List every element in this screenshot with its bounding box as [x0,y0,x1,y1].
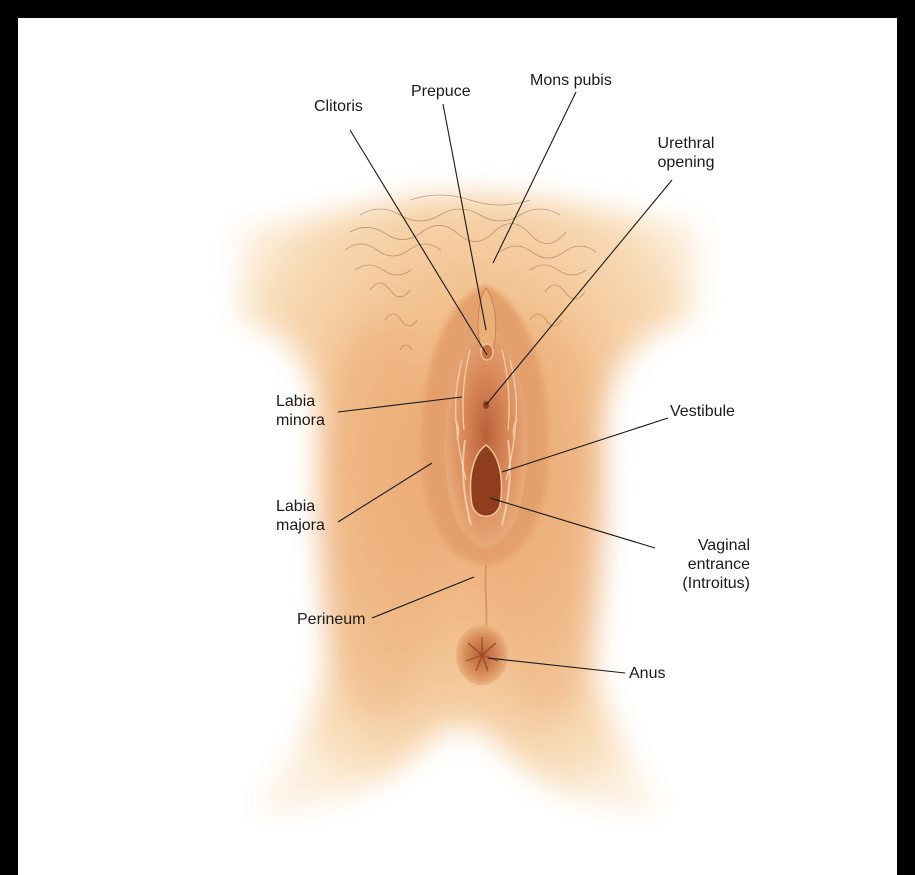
label-vestibule: Vestibule [670,402,735,421]
label-anus-text: Anus [629,664,665,683]
label-perineum: Perineum [297,610,365,629]
label-prepuce-text: Prepuce [411,82,471,101]
label-urethral-opening-line2: opening [646,153,726,172]
label-labia-minora-line2: minora [276,411,325,430]
label-clitoris-text: Clitoris [314,97,363,116]
label-urethral-opening: Urethral opening [646,134,726,172]
label-clitoris: Clitoris [314,97,363,116]
diagram-panel: Clitoris Prepuce Mons pubis Urethral ope… [18,18,897,875]
label-labia-majora-line1: Labia [276,497,325,516]
label-labia-majora: Labia majora [276,497,325,535]
label-labia-minora-line1: Labia [276,392,325,411]
label-prepuce: Prepuce [411,82,471,101]
label-vaginal-entrance-line1: Vaginal [640,536,750,555]
anatomy-illustration [18,18,897,875]
inner-thigh-shading-left [320,320,440,720]
label-perineum-text: Perineum [297,610,365,629]
label-urethral-opening-line1: Urethral [646,134,726,153]
label-labia-minora: Labia minora [276,392,325,430]
label-vaginal-entrance-line3: (Introitus) [640,574,750,593]
label-vestibule-text: Vestibule [670,402,735,421]
label-vaginal-entrance-line2: entrance [640,555,750,574]
clitoris-shape [481,344,493,360]
perineum-raphe [485,565,486,628]
label-mons-pubis-text: Mons pubis [530,71,612,90]
label-labia-majora-line2: majora [276,516,325,535]
label-anus: Anus [629,664,665,683]
label-vaginal-entrance: Vaginal entrance (Introitus) [640,536,750,593]
label-mons-pubis: Mons pubis [530,71,612,90]
